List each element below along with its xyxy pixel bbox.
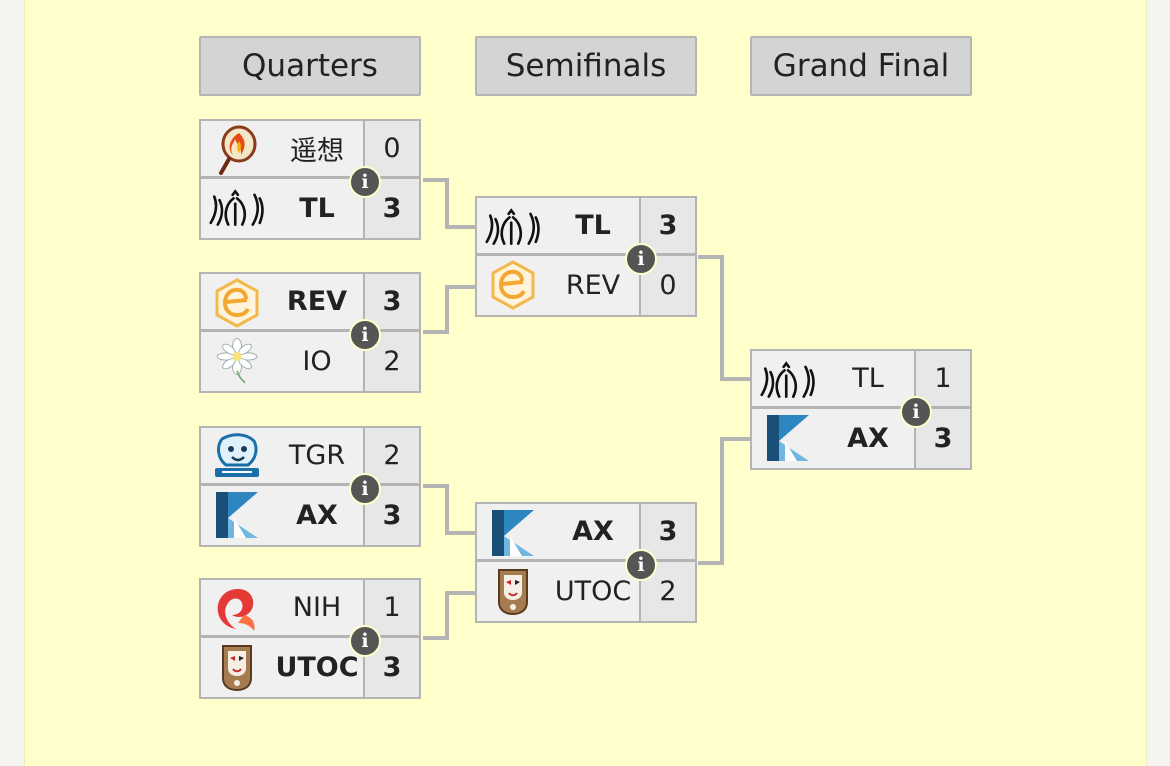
match-info-icon[interactable]: i xyxy=(625,549,657,581)
match-qf3: TGR 2 AX 3 i xyxy=(199,426,421,547)
team-score: 0 xyxy=(639,256,695,315)
match-info-icon[interactable]: i xyxy=(900,396,932,428)
team-row-sf2-bottom[interactable]: UTOC 2 xyxy=(475,562,697,623)
team-name: NIH xyxy=(292,592,342,623)
team-name: TL xyxy=(852,363,884,394)
team-name: REV xyxy=(565,270,621,301)
match-sf1: TL 3 REV 0 i xyxy=(475,196,697,317)
connector-qf2-sf1 xyxy=(423,285,475,334)
connector-qf3-sf2 xyxy=(423,484,475,535)
team-name: AX xyxy=(572,516,614,547)
team-row-qf4-bottom[interactable]: UTOC 3 xyxy=(199,638,421,699)
team-row-sf1-top[interactable]: TL 3 xyxy=(475,196,697,256)
match-qf1: 遥想 0 TL 3 i xyxy=(199,119,421,240)
team-row-gf-bottom[interactable]: AX 3 xyxy=(750,409,972,470)
team-row-qf3-bottom[interactable]: AX 3 xyxy=(199,486,421,547)
e-hexagon-icon xyxy=(485,260,541,310)
match-info-icon[interactable]: i xyxy=(349,166,381,198)
team-name: UTOC xyxy=(275,652,359,683)
match-info-icon[interactable]: i xyxy=(349,319,381,351)
e-hexagon-icon xyxy=(209,278,265,328)
team-row-qf4-top[interactable]: NIH 1 xyxy=(199,578,421,638)
connector-qf4-sf2 xyxy=(423,591,475,640)
bracket-connectors xyxy=(423,178,750,640)
bracket-panel: Quarters Semifinals Grand Final 遥想 0 xyxy=(24,0,1147,766)
round-header-grand-final: Grand Final xyxy=(750,36,972,96)
match-qf4: NIH 1 UTOC 3 i xyxy=(199,578,421,699)
connector-qf1-sf1 xyxy=(423,178,475,229)
team-row-gf-top[interactable]: TL 1 xyxy=(750,349,972,409)
match-qf2: REV 3 IO 2 xyxy=(199,272,421,393)
red-swirl-icon xyxy=(209,584,265,634)
team-name: REV xyxy=(286,286,348,317)
ax-mark-icon xyxy=(760,413,816,463)
lotus-mark-icon xyxy=(209,183,265,233)
connector-sf2-gf xyxy=(698,437,750,565)
match-info-icon[interactable]: i xyxy=(625,243,657,275)
team-name: IO xyxy=(302,346,332,377)
team-row-sf1-bottom[interactable]: REV 0 xyxy=(475,256,697,317)
round-header-semifinals: Semifinals xyxy=(475,36,697,96)
ax-mark-icon xyxy=(485,508,541,558)
team-name: TGR xyxy=(288,440,346,471)
ax-mark-icon xyxy=(209,490,265,540)
team-row-qf1-bottom[interactable]: TL 3 xyxy=(199,179,421,240)
bear-crest-icon xyxy=(209,432,265,482)
team-row-qf2-top[interactable]: REV 3 xyxy=(199,272,421,332)
daisy-flower-icon xyxy=(209,336,265,386)
team-name: AX xyxy=(296,500,338,531)
team-row-sf2-top[interactable]: AX 3 xyxy=(475,502,697,562)
team-name: UTOC xyxy=(554,576,632,607)
team-row-qf1-top[interactable]: 遥想 0 xyxy=(199,119,421,179)
team-row-qf2-bottom[interactable]: IO 2 xyxy=(199,332,421,393)
lotus-mark-icon xyxy=(485,202,541,252)
team-score: 1 xyxy=(363,580,419,635)
match-info-icon[interactable]: i xyxy=(349,625,381,657)
team-row-qf3-top[interactable]: TGR 2 xyxy=(199,426,421,486)
mask-shield-icon xyxy=(209,642,265,692)
team-name: AX xyxy=(847,423,889,454)
match-grand-final: TL 1 AX 3 i xyxy=(750,349,972,470)
mask-shield-icon xyxy=(485,566,541,616)
round-header-quarters: Quarters xyxy=(199,36,421,96)
team-name: TL xyxy=(575,210,611,241)
match-info-icon[interactable]: i xyxy=(349,473,381,505)
team-name: TL xyxy=(299,193,335,224)
team-name: 遥想 xyxy=(290,136,344,167)
lotus-mark-icon xyxy=(760,355,816,405)
connector-sf1-gf xyxy=(698,255,750,381)
match-sf2: AX 3 UTOC 2 i xyxy=(475,502,697,623)
fire-emblem-icon xyxy=(209,125,265,175)
